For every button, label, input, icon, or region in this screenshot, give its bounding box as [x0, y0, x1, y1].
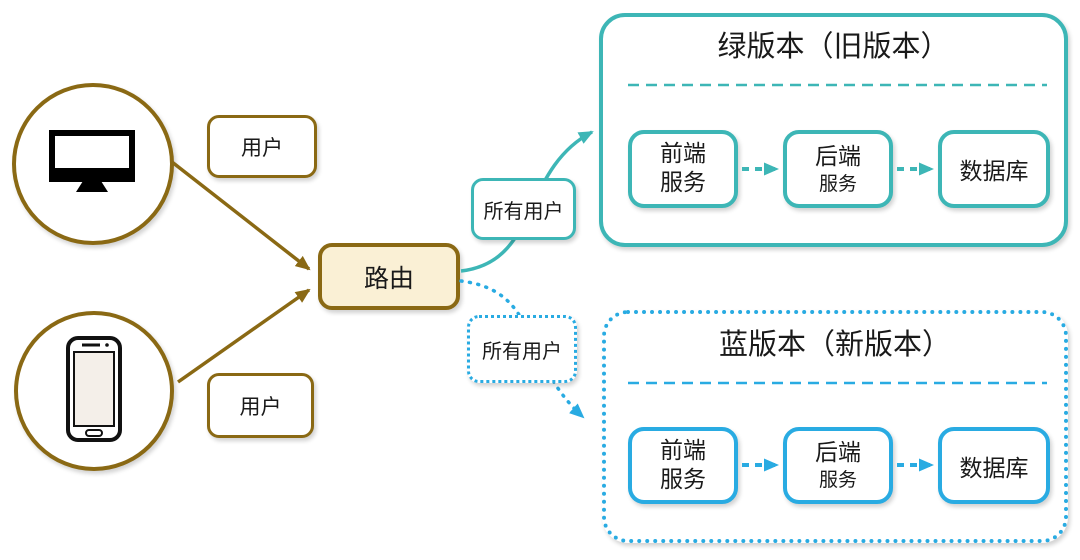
- green-backend-line2: 服务: [818, 172, 857, 195]
- blue-backend-line2: 服务: [818, 469, 857, 491]
- all-users-green-label-text: 所有用户: [483, 198, 564, 223]
- all-users-blue-label-text: 所有用户: [482, 338, 562, 363]
- blue-env-title: 蓝版本（新版本）: [718, 327, 951, 361]
- desktop-user-label: 用户: [207, 115, 317, 178]
- green-database-node: 数据库: [938, 130, 1050, 208]
- green-database-label: 数据库: [959, 159, 1029, 185]
- mobile-user-label: 用户: [207, 373, 314, 438]
- desktop-to-router-arrow: [170, 160, 311, 271]
- green-env-title: 绿版本（旧版本）: [717, 29, 950, 63]
- desktop-monitor-icon: [49, 130, 137, 198]
- blue-backend-line1: 后端: [815, 440, 861, 466]
- green-frontend-node: 前端 服务: [628, 130, 738, 208]
- blue-database-label: 数据库: [959, 455, 1029, 482]
- router-node: 路由: [318, 243, 460, 310]
- blue-frontend-line2: 服务: [660, 466, 706, 493]
- green-frontend-line1: 前端: [660, 141, 706, 167]
- green-backend-line1: 后端: [815, 143, 861, 170]
- smartphone-icon: [65, 335, 123, 447]
- blue-frontend-line1: 前端: [660, 437, 706, 464]
- blue-env-container: [602, 310, 1068, 543]
- all-users-green-label: 所有用户: [471, 178, 576, 240]
- green-frontend-line2: 服务: [660, 170, 706, 196]
- desktop-client-circle: [12, 83, 174, 245]
- all-users-blue-label: 所有用户: [467, 315, 577, 383]
- desktop-user-label-text: 用户: [241, 135, 283, 160]
- blue-frontend-node: 前端 服务: [628, 427, 738, 504]
- mobile-user-label-text: 用户: [239, 394, 282, 419]
- mobile-client-circle: [14, 311, 174, 471]
- green-backend-node: 后端 服务: [783, 130, 893, 208]
- router-label: 路由: [363, 263, 414, 293]
- mobile-to-router-arrow: [176, 288, 311, 384]
- blue-database-node: 数据库: [938, 427, 1050, 504]
- blue-backend-node: 后端 服务: [783, 427, 893, 504]
